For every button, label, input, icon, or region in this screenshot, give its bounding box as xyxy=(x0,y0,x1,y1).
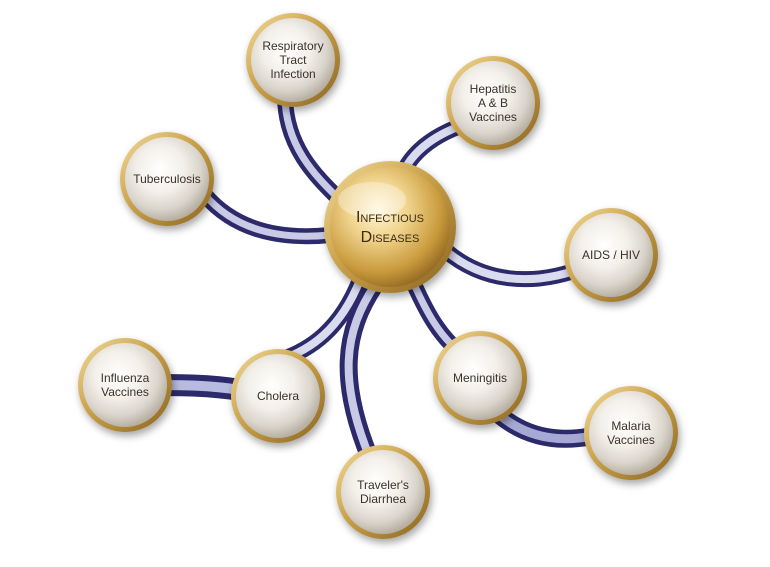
node-respiratory-line2: Tract xyxy=(280,53,308,67)
node-meningitis-line1: Meningitis xyxy=(453,371,507,385)
node-tuberculosis-line1: Tuberculosis xyxy=(133,172,201,186)
node-travelers-line1: Traveler's xyxy=(357,478,409,492)
hub-label-line1: Infectious xyxy=(356,209,424,226)
node-respiratory xyxy=(246,13,340,107)
node-hepatitis-line1: Hepatitis xyxy=(470,82,517,96)
node-travelers xyxy=(336,445,430,539)
node-hepatitis-line2: A & B xyxy=(478,96,508,110)
node-respiratory-line1: Respiratory xyxy=(262,39,323,53)
node-influenza-line1: Influenza xyxy=(101,371,150,385)
node-malaria xyxy=(584,386,678,480)
connector-respiratory xyxy=(277,87,353,213)
node-tuberculosis xyxy=(120,132,214,226)
hub-label-line2: Diseases xyxy=(361,229,420,246)
node-malaria-line2: Vaccines xyxy=(607,433,655,447)
node-hepatitis xyxy=(446,56,540,150)
node-cholera xyxy=(231,349,325,443)
connector-travelers xyxy=(339,276,384,479)
node-respiratory-line3: Infection xyxy=(270,67,315,81)
hub-node xyxy=(324,161,456,293)
node-influenza-line2: Vaccines xyxy=(101,385,149,399)
node-travelers-line2: Diarrhea xyxy=(360,492,406,506)
node-influenza xyxy=(78,338,172,432)
node-aids xyxy=(564,208,658,302)
node-meningitis xyxy=(433,331,527,425)
connector-tuberculosis xyxy=(197,187,338,245)
node-aids-line1: AIDS / HIV xyxy=(582,248,640,262)
node-cholera-line1: Cholera xyxy=(257,389,299,403)
node-hepatitis-line3: Vaccines xyxy=(469,110,517,124)
node-malaria-line1: Malaria xyxy=(611,419,651,433)
